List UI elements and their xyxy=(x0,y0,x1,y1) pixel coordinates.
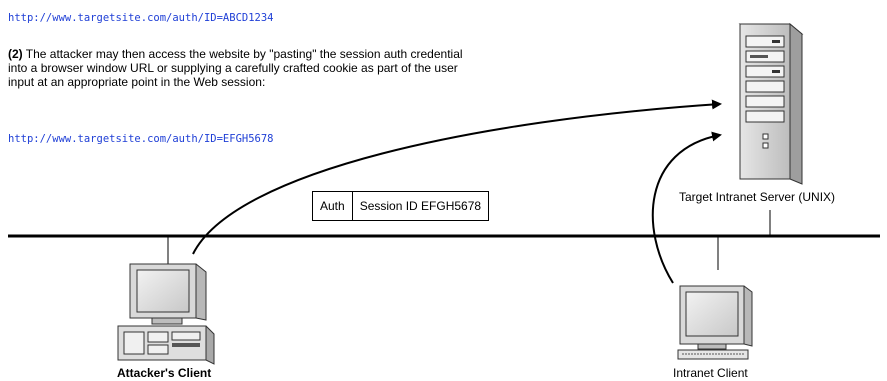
intranet-client-label: Intranet Client xyxy=(673,366,748,380)
attacker-client-label: Attacker's Client xyxy=(117,366,212,380)
step-description: (2) The attacker may then access the web… xyxy=(8,47,478,89)
step-text: The attacker may then access the website… xyxy=(8,47,463,89)
url-original: http://www.targetsite.com/auth/ID=ABCD12… xyxy=(8,12,274,24)
server-tower-icon xyxy=(738,22,804,185)
step-number: (2) xyxy=(8,47,23,61)
server-label: Target Intranet Server (UNIX) xyxy=(679,190,836,204)
packet-auth-field: Auth xyxy=(313,192,353,220)
session-packet: Auth Session ID EFGH5678 xyxy=(312,191,490,221)
intranet-session-arrow xyxy=(651,131,722,284)
attacker-computer-icon xyxy=(117,263,215,365)
intranet-computer-icon xyxy=(677,285,753,360)
url-attack: http://www.targetsite.com/auth/ID=EFGH56… xyxy=(8,133,274,145)
attacker-session-arrow xyxy=(192,99,722,255)
packet-session-id-field: Session ID EFGH5678 xyxy=(359,199,482,213)
